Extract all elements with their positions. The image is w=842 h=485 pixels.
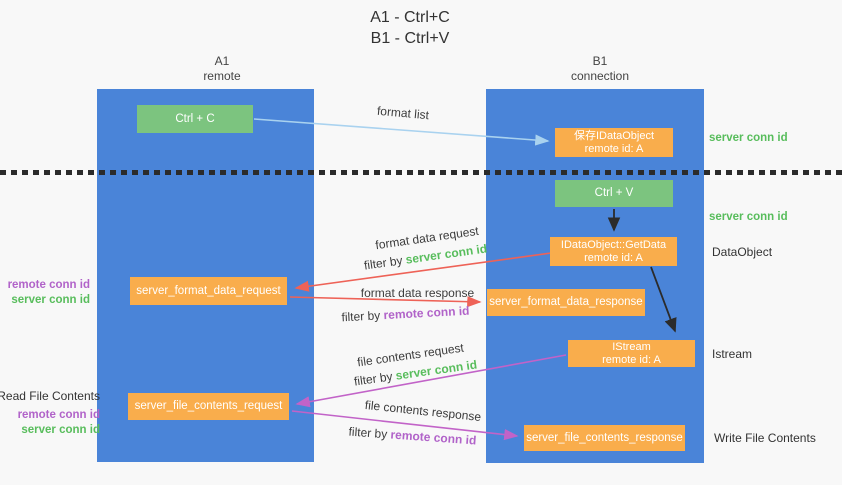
node-server-file-contents-response: server_file_contents_response — [524, 425, 685, 451]
diagram-title: A1 - Ctrl+C B1 - Ctrl+V — [300, 7, 520, 49]
lane-header-b1: B1 connection — [540, 54, 660, 84]
right-server-conn-id-top: server conn id — [709, 132, 788, 144]
ctrl-c-label: Ctrl + C — [175, 112, 215, 125]
remote-conn-id-text: remote conn id — [383, 303, 470, 323]
lane-a1-name: A1 — [214, 54, 230, 68]
right-write-file-contents-label: Write File Contents — [714, 431, 816, 445]
left-server-conn-id-1: server conn id — [11, 294, 90, 306]
right-dataobject-label: DataObject — [712, 245, 773, 259]
label-filter-by-remote-conn-id-2: filter by remote conn id — [348, 424, 477, 448]
lane-b1-subtitle: connection — [570, 69, 630, 83]
getdata-line2: remote id: A — [584, 251, 643, 264]
label-filter-by-remote-conn-id-1: filter by remote conn id — [341, 303, 470, 325]
node-idataobject-getdata: IDataObject::GetData remote id: A — [550, 237, 677, 266]
node-ctrl-c: Ctrl + C — [137, 105, 253, 133]
right-server-conn-id-mid: server conn id — [709, 211, 788, 223]
server-format-data-response-label: server_format_data_response — [489, 296, 643, 308]
machine-boundary-dotted-line — [0, 170, 842, 175]
server-file-contents-request-label: server_file_contents_request — [134, 400, 283, 412]
remote-conn-id-text: remote conn id — [390, 427, 477, 448]
lane-b1-name: B1 — [592, 54, 608, 68]
node-ctrl-v: Ctrl + V — [555, 180, 673, 207]
left-server-conn-id-2: server conn id — [21, 424, 100, 436]
lane-a1-subtitle: remote — [203, 69, 241, 83]
node-istream: IStream remote id: A — [568, 340, 695, 367]
istream-line2: remote id: A — [602, 353, 661, 366]
title-line-1: A1 - Ctrl+C — [370, 9, 450, 26]
label-format-data-response: format data response — [360, 286, 475, 300]
right-istream-label: Istream — [712, 347, 753, 361]
node-server-file-contents-request: server_file_contents_request — [128, 393, 289, 420]
left-read-file-contents-group: Read File Contents remote conn id server… — [0, 389, 100, 438]
lane-header-a1: A1 remote — [162, 54, 282, 84]
title-line-2: B1 - Ctrl+V — [370, 30, 450, 47]
node-server-format-data-response: server_format_data_response — [487, 289, 645, 316]
left-remote-conn-id-1: remote conn id — [7, 279, 90, 291]
label-format-list: format list — [376, 103, 430, 123]
getdata-line1: IDataObject::GetData — [560, 238, 667, 251]
node-save-idataobject: 保存IDataObject remote id: A — [555, 128, 673, 157]
label-file-contents-response: file contents response — [364, 397, 482, 425]
save-idataobject-line2: remote id: A — [584, 142, 644, 155]
node-server-format-data-request: server_format_data_request — [130, 277, 287, 305]
ctrl-v-label: Ctrl + V — [594, 187, 634, 199]
left-remote-conn-id-2: remote conn id — [17, 409, 100, 421]
read-file-contents-label: Read File Contents — [0, 389, 100, 403]
server-file-contents-response-label: server_file_contents_response — [526, 431, 683, 444]
left-conn-id-group-format: remote conn id server conn id — [0, 278, 90, 308]
save-idataobject-line1: 保存IDataObject — [573, 129, 655, 142]
server-format-data-request-label: server_format_data_request — [136, 284, 281, 297]
istream-line1: IStream — [612, 340, 651, 353]
